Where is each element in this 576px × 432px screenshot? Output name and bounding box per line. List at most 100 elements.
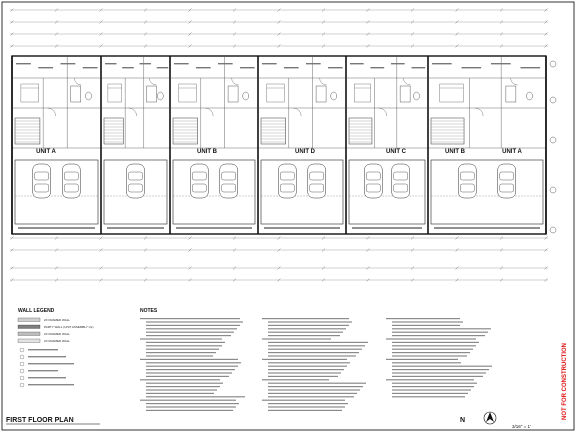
note-text-line xyxy=(146,362,241,364)
note-text-line xyxy=(392,324,460,326)
dimension-tick xyxy=(544,44,548,48)
dimension-tick xyxy=(544,266,548,270)
legend-symbol-icon xyxy=(19,347,25,353)
legend-label: 2X FRAMED WALL xyxy=(44,318,70,322)
car-icon xyxy=(126,163,145,199)
dimension-tick xyxy=(410,32,415,36)
room-annotation xyxy=(432,63,452,65)
dimension-tick xyxy=(277,8,281,12)
wall-legend-title: WALL LEGEND xyxy=(18,308,55,314)
plan-scale: 3/16" = 1' xyxy=(512,424,531,429)
car-windshield xyxy=(221,171,236,181)
grid-bubbles xyxy=(549,60,557,234)
car-icon xyxy=(62,163,81,199)
dimension-tick xyxy=(143,278,148,282)
dimension-tick xyxy=(366,236,370,240)
bed xyxy=(107,83,122,103)
unit-plan xyxy=(101,56,170,229)
door-swing xyxy=(378,107,387,117)
note-text-line xyxy=(392,348,473,350)
dimension-tick xyxy=(188,20,192,24)
legend-swatch xyxy=(17,331,41,336)
note-text-line xyxy=(268,396,354,398)
car-rear-window xyxy=(128,183,143,193)
note-text-line xyxy=(392,341,479,343)
car-icon xyxy=(307,163,326,199)
plan-title: FIRST FLOOR PLAN xyxy=(6,417,74,424)
car-windshield xyxy=(64,171,79,181)
note-text-line xyxy=(262,379,329,381)
dimension-tick xyxy=(188,32,192,36)
toilet xyxy=(413,91,420,101)
bathtub xyxy=(315,85,327,103)
dimension-tick xyxy=(10,248,14,252)
note-text-line xyxy=(268,386,363,388)
dimension-tick xyxy=(544,32,548,36)
car-icon xyxy=(32,163,51,199)
note-text-line xyxy=(392,335,485,337)
units-group xyxy=(12,56,546,229)
dimension-tick xyxy=(455,266,459,270)
room-annotation xyxy=(139,63,151,65)
room-annotation xyxy=(240,67,255,69)
dimension-tick xyxy=(54,44,59,48)
note-text-line xyxy=(268,321,352,323)
note-text-line xyxy=(268,355,356,357)
dimension-tick xyxy=(54,236,59,240)
dimension-tick xyxy=(410,266,415,270)
door-swing xyxy=(403,77,411,86)
unit-label-1: UNIT A xyxy=(36,149,56,155)
note-text-line xyxy=(268,345,365,347)
stair xyxy=(172,117,198,145)
room-annotation xyxy=(174,63,189,65)
note-text-line xyxy=(262,318,349,320)
dimension-tick xyxy=(99,266,103,270)
note-text-line xyxy=(392,328,491,330)
door-swing xyxy=(319,77,327,86)
unit-label-5: UNIT B xyxy=(445,149,466,155)
dimension-tick xyxy=(188,248,192,252)
dimension-tick xyxy=(232,236,237,240)
dimension-tick xyxy=(143,20,148,24)
car-rear-window xyxy=(221,183,236,193)
car-windshield xyxy=(280,171,295,181)
dimension-tick xyxy=(99,248,103,252)
dimension-lines xyxy=(10,8,548,282)
car-windshield xyxy=(366,171,381,181)
note-text-line xyxy=(140,338,222,340)
building-footprint xyxy=(11,55,547,235)
note-text-line xyxy=(268,365,347,367)
room-annotation xyxy=(370,67,385,69)
dimension-tick xyxy=(321,8,326,12)
room-annotation xyxy=(156,67,169,69)
room-annotation xyxy=(306,63,321,65)
dimension-tick xyxy=(99,278,103,282)
note-text-line xyxy=(262,338,331,340)
car-rear-window xyxy=(499,183,514,193)
garage xyxy=(348,159,426,225)
note-text-line xyxy=(268,372,341,374)
door-swing xyxy=(231,77,239,86)
note-text-line xyxy=(392,396,465,398)
dimension-tick xyxy=(143,44,148,48)
dimension-tick xyxy=(10,8,14,12)
note-text-line xyxy=(268,331,343,333)
note-text-line xyxy=(268,389,360,391)
dimension-tick xyxy=(188,278,192,282)
room-annotation xyxy=(461,67,482,69)
dimension-tick xyxy=(499,278,504,282)
note-text-line xyxy=(146,389,217,391)
unit-plan xyxy=(346,56,428,229)
door-swing xyxy=(149,77,157,86)
note-text-line xyxy=(262,358,347,360)
garage xyxy=(172,159,256,225)
unit-label-2: UNIT B xyxy=(197,149,218,155)
dimension-tick xyxy=(499,236,504,240)
legend-label: 2X FRAMED WALL xyxy=(44,332,70,336)
notes-title: NOTES xyxy=(140,308,158,314)
dimension-tick xyxy=(499,20,504,24)
room-annotation xyxy=(411,67,426,69)
dimension-tick xyxy=(321,248,326,252)
note-text-line xyxy=(392,362,461,364)
bathtub xyxy=(505,85,517,103)
